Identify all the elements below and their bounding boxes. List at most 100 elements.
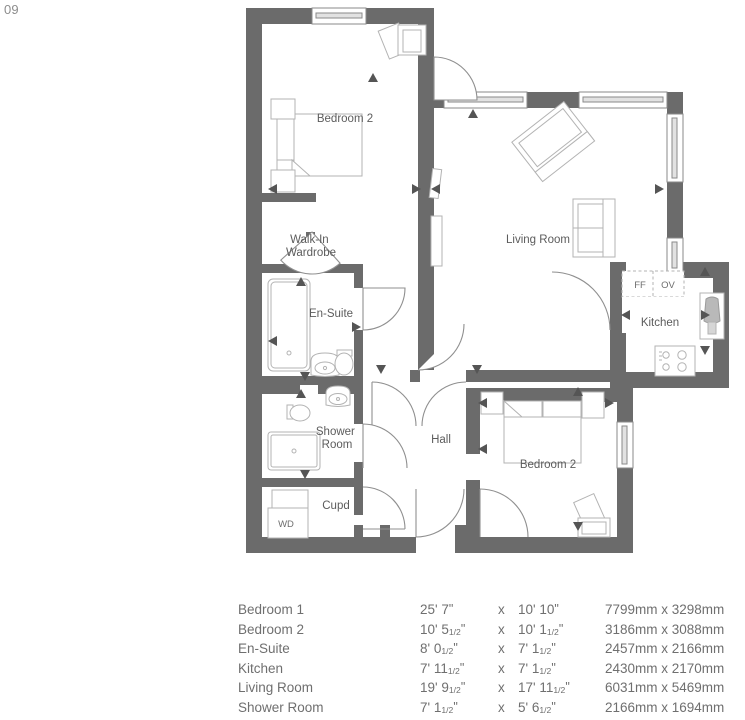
schedule-room-name: Shower Room <box>238 699 324 715</box>
door-shower-room <box>362 423 408 469</box>
bed-bedroom2-lower <box>503 399 582 464</box>
marker-down <box>472 365 482 374</box>
marker-right <box>605 398 614 408</box>
schedule-room-name: Bedroom 1 <box>238 602 305 617</box>
sofa-living-room-corner <box>511 100 596 183</box>
appliance-label-ff: FF <box>634 280 646 291</box>
room-label-shower-room: Shower Room <box>316 426 358 451</box>
door-swings <box>280 56 611 538</box>
marker-left <box>621 310 630 320</box>
marker-down <box>573 522 583 531</box>
appliance-label-wd: WD <box>278 519 294 530</box>
desk-chair-bedroom2-lower <box>573 492 611 538</box>
marker-down <box>700 346 710 355</box>
door-hall-left-upper <box>371 381 417 427</box>
marker-left <box>478 398 487 408</box>
window-bedroom2-upper <box>311 7 367 25</box>
schedule-metric: 2457mm x 2166mm <box>605 641 725 657</box>
washer-dryer-unit <box>267 507 309 539</box>
appliance-label-ov: OV <box>661 280 675 291</box>
marker-up <box>368 73 378 82</box>
schedule-metric: 2166mm x 1694mm <box>605 699 725 715</box>
schedule-room-name: Living Room <box>238 680 314 696</box>
room-label-bedroom-2-lower: Bedroom 2 <box>520 459 576 471</box>
door-kitchen <box>551 271 611 331</box>
armchair-bedroom2-upper <box>377 22 427 60</box>
marker-left <box>268 336 277 346</box>
schedule-metric: 3186mm x 3088mm <box>605 621 725 637</box>
marker-left <box>431 184 440 194</box>
door-walk-in-wardrobe <box>280 231 341 275</box>
marker-down <box>376 365 386 374</box>
marker-up <box>700 267 710 276</box>
marker-up <box>573 387 583 396</box>
toilet-en-suite <box>334 349 354 376</box>
window-bedroom2-lower-east <box>616 421 634 469</box>
washbasin-en-suite <box>310 352 340 377</box>
marker-left <box>268 184 277 194</box>
nightstand-upper-a <box>270 98 296 120</box>
window-living-room-east-upper <box>666 113 684 183</box>
schedule-metric: 2430mm x 2170mm <box>605 660 725 676</box>
room-label-walk-in-wardrobe: Walk-In Wardrobe <box>286 234 336 259</box>
door-cupd <box>362 486 406 530</box>
marker-right <box>701 310 710 320</box>
floor-plan-drawing: Bedroom 2 Living Room Kitchen Walk-In Wa… <box>246 7 729 553</box>
schedule-metric: 6031mm x 5469mm <box>605 680 725 696</box>
bed-bedroom2-upper <box>276 113 363 177</box>
appliance-label-layer: FF OV WD <box>278 280 675 530</box>
door-entrance <box>415 488 465 538</box>
sofa-living-room-side <box>572 198 616 258</box>
room-label-hall: Hall <box>431 434 451 446</box>
kitchen-units <box>621 270 725 377</box>
marker-down <box>300 470 310 479</box>
plate-number: 09 <box>4 2 19 17</box>
window-kitchen-east <box>666 237 684 273</box>
room-label-kitchen: Kitchen <box>641 317 679 329</box>
marker-up <box>468 109 478 118</box>
marker-right <box>655 184 664 194</box>
room-label-en-suite: En-Suite <box>309 308 353 320</box>
room-label-bedroom-2-upper: Bedroom 2 <box>317 113 373 125</box>
windows <box>311 7 684 469</box>
room-label-cupd: Cupd <box>322 500 350 512</box>
room-label-layer: Bedroom 2 Living Room Kitchen Walk-In Wa… <box>286 113 679 512</box>
door-en-suite <box>362 287 406 331</box>
radiator-living-room-2 <box>430 215 443 267</box>
marker-up <box>296 389 306 398</box>
window-living-room-right <box>578 91 668 109</box>
marker-left <box>478 444 487 454</box>
door-bedroom2-upper <box>433 56 478 101</box>
schedule-room-name: En-Suite <box>238 641 290 657</box>
room-label-living-room: Living Room <box>506 234 570 246</box>
furniture <box>267 22 725 539</box>
door-hall-to-living <box>417 323 465 371</box>
schedule-room-name: Bedroom 2 <box>238 621 305 637</box>
shower-tray <box>267 431 321 471</box>
washbasin-shower-room <box>325 385 351 407</box>
bathtub-en-suite <box>267 278 311 372</box>
marker-right <box>352 322 361 332</box>
nightstand-lower-b <box>581 391 605 419</box>
schedule-metric: 7799mm x 3298mm <box>605 602 725 617</box>
marker-right <box>412 184 421 194</box>
marker-up <box>296 277 306 286</box>
marker-down <box>300 372 310 381</box>
door-hall-right-upper <box>421 381 467 427</box>
schedule-room-name: Kitchen <box>238 660 284 676</box>
